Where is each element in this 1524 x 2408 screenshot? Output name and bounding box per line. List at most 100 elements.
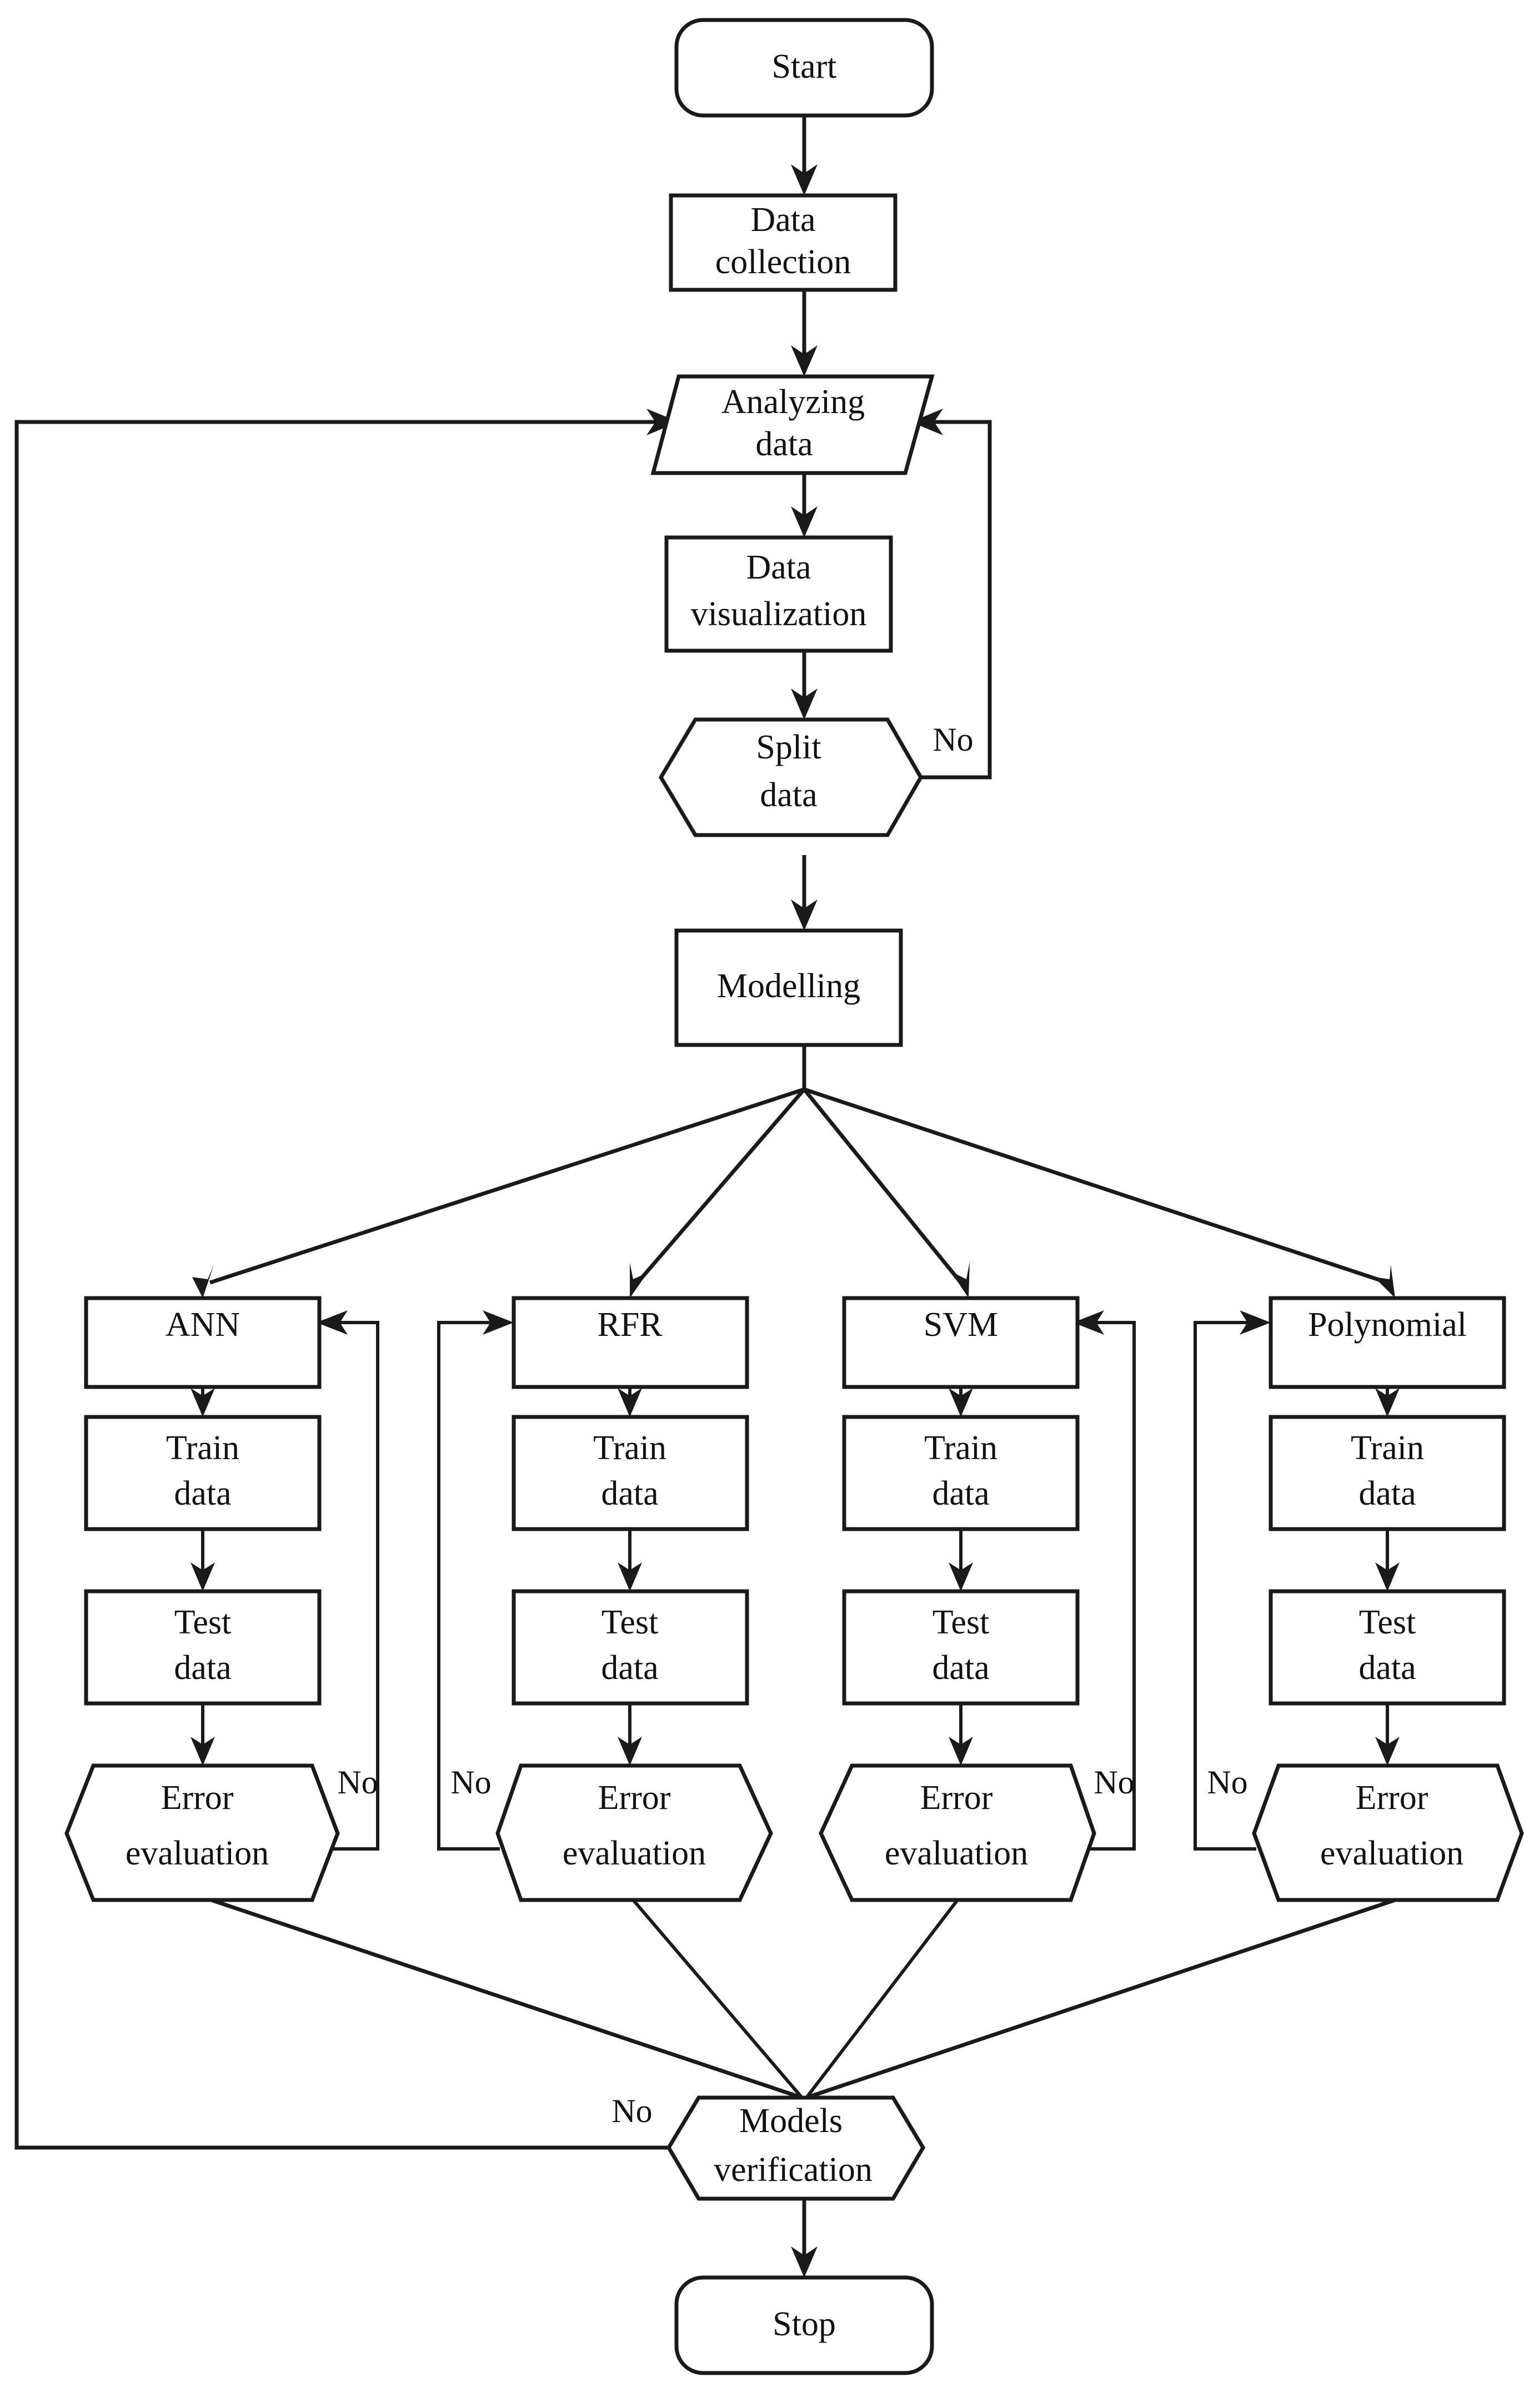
node-model-svm[interactable]: SVM: [842, 1296, 1080, 1389]
polynomial-error-label-line1: Error: [1356, 1779, 1428, 1817]
ann-test-label-line1: Test: [174, 1603, 231, 1641]
node-polynomial-train-data[interactable]: Train data: [1269, 1415, 1506, 1531]
edge-verification-no-loop-to-analyzing: [14, 409, 699, 2150]
rfr-test-shape: [512, 1589, 749, 1706]
polynomial-no-label: No: [1207, 1764, 1247, 1801]
node-polynomial-test-data[interactable]: Test data: [1269, 1589, 1506, 1706]
edge-rfr-error-no-loop: [437, 1310, 514, 1851]
node-ann-error-evaluation[interactable]: Error evaluation: [64, 1763, 340, 1902]
svm-train-label-line2: data: [932, 1475, 989, 1512]
node-models-verification[interactable]: Models verification: [666, 2095, 926, 2201]
edge-polynomial-test-to-error: [1375, 1703, 1400, 1766]
polynomial-error-hexagon-shape: [1252, 1763, 1524, 1902]
data-visualization-shape: [664, 535, 893, 653]
data-visualization-label-line1: Data: [746, 549, 811, 586]
modelling-label: Modelling: [717, 967, 860, 1005]
node-rfr-error-evaluation[interactable]: Error evaluation: [495, 1763, 773, 1902]
node-stop[interactable]: Stop: [674, 2275, 934, 2375]
polynomial-train-shape: [1269, 1415, 1506, 1531]
node-ann-train-data[interactable]: Train data: [84, 1415, 322, 1531]
rfr-train-shape: [512, 1415, 749, 1531]
stop-label: Stop: [773, 2305, 836, 2343]
start-label: Start: [771, 48, 836, 86]
edge-polynomial-error-to-verification: [805, 1898, 1396, 2100]
edge-svm-error-no-loop: [1073, 1310, 1136, 1851]
node-rfr-test-data[interactable]: Test data: [512, 1589, 749, 1706]
edge-visualization-to-split: [791, 651, 818, 720]
polynomial-test-shape: [1269, 1589, 1506, 1706]
edge-ann-error-no-loop: [317, 1310, 379, 1851]
split-data-hexagon-shape: [658, 717, 924, 837]
node-rfr-train-data[interactable]: Train data: [512, 1415, 749, 1531]
node-svm-test-data[interactable]: Test data: [842, 1589, 1080, 1706]
ann-label: ANN: [166, 1306, 240, 1344]
edge-split-no-loop-to-analyzing: [911, 409, 992, 780]
edge-ann-error-to-verification: [210, 1898, 803, 2100]
polynomial-train-label-line2: data: [1358, 1475, 1416, 1512]
edge-rfr-error-to-verification: [631, 1899, 804, 2099]
svm-shape: [842, 1296, 1080, 1389]
polynomial-label: Polynomial: [1308, 1306, 1467, 1344]
modelling-shape: [674, 928, 903, 1047]
svm-test-label-line2: data: [932, 1649, 989, 1687]
data-collection-label-line2: collection: [715, 243, 851, 281]
analyzing-data-parallelogram-shape: [650, 374, 935, 475]
edge-analyzing-to-visualization: [791, 473, 818, 537]
node-model-ann[interactable]: ANN: [84, 1296, 322, 1389]
edge-svm-error-to-verification: [805, 1899, 959, 2099]
rfr-no-label: No: [450, 1764, 491, 1801]
rfr-test-label-line2: data: [601, 1649, 658, 1687]
node-modelling[interactable]: Modelling: [674, 928, 903, 1047]
polynomial-train-label-line1: Train: [1351, 1429, 1424, 1467]
rfr-train-label-line2: data: [601, 1475, 658, 1512]
node-start[interactable]: Start: [674, 18, 934, 118]
node-data-collection[interactable]: Data collection: [669, 193, 898, 292]
svm-label: SVM: [924, 1306, 998, 1344]
split-data-no-label: No: [933, 721, 973, 758]
split-data-label-line1: Split: [756, 728, 821, 766]
node-split-data[interactable]: Split data: [658, 717, 924, 837]
models-verification-label-line2: verification: [714, 2151, 873, 2189]
svm-error-label-line1: Error: [920, 1779, 993, 1817]
node-svm-train-data[interactable]: Train data: [842, 1415, 1080, 1531]
polynomial-shape: [1269, 1296, 1506, 1389]
node-analyzing-data[interactable]: Analyzing data: [650, 374, 935, 475]
polynomial-test-label-line2: data: [1358, 1649, 1416, 1687]
svm-error-label-line2: evaluation: [885, 1834, 1028, 1872]
stop-terminator-shape: [674, 2275, 934, 2375]
edge-ann-train-to-test: [190, 1529, 215, 1591]
node-ann-test-data[interactable]: Test data: [84, 1589, 322, 1706]
split-data-label-line2: data: [760, 776, 817, 814]
models-verification-no-label: No: [611, 2093, 652, 2129]
edge-split-to-modelling: [791, 855, 818, 931]
polynomial-test-label-line1: Test: [1359, 1603, 1416, 1641]
svm-train-label-line1: Train: [924, 1429, 997, 1467]
rfr-error-label-line2: evaluation: [563, 1834, 706, 1872]
edge-fanout-to-svm: [803, 1088, 970, 1298]
node-polynomial-error-evaluation[interactable]: Error evaluation: [1252, 1763, 1524, 1902]
rfr-label: RFR: [597, 1306, 663, 1344]
ann-train-shape: [84, 1415, 322, 1531]
node-svm-error-evaluation[interactable]: Error evaluation: [819, 1763, 1096, 1902]
edge-svm-test-to-error: [949, 1703, 973, 1766]
data-collection-shape: [669, 193, 898, 292]
svm-no-label: No: [1094, 1764, 1134, 1801]
ann-error-label-line2: evaluation: [126, 1834, 269, 1872]
ann-train-label-line1: Train: [166, 1429, 239, 1467]
edge-fanout-to-rfr: [630, 1088, 806, 1298]
models-verification-hexagon-shape: [666, 2095, 926, 2201]
node-data-visualization[interactable]: Data visualization: [664, 535, 893, 653]
edge-polynomial-error-no-loop: [1194, 1310, 1271, 1851]
ann-test-shape: [84, 1589, 322, 1706]
node-model-rfr[interactable]: RFR: [512, 1296, 749, 1389]
svm-test-shape: [842, 1589, 1080, 1706]
ann-shape: [84, 1296, 322, 1389]
ann-no-label: No: [337, 1764, 378, 1801]
rfr-error-label-line1: Error: [598, 1779, 671, 1817]
models-verification-label-line1: Models: [739, 2102, 843, 2140]
node-model-polynomial[interactable]: Polynomial: [1269, 1296, 1506, 1389]
svm-train-shape: [842, 1415, 1080, 1531]
edge-start-to-data-collection: [791, 115, 818, 195]
edge-rfr-train-to-test: [618, 1529, 642, 1591]
